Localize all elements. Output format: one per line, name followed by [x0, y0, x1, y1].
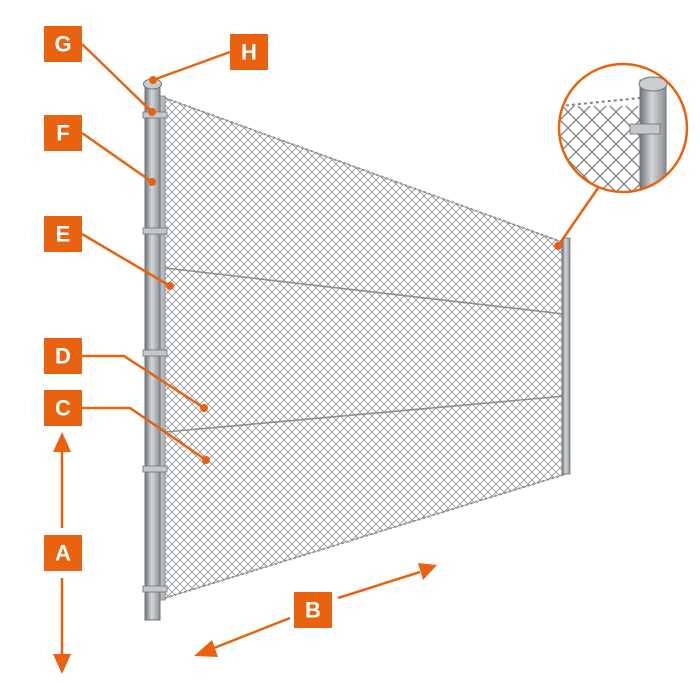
leader-c-point [202, 456, 210, 464]
tension-wire-lower [164, 395, 566, 433]
length-arrow-head-left [194, 640, 218, 657]
label-c: C [44, 390, 82, 426]
label-h: H [230, 34, 268, 70]
svg-text:D: D [55, 344, 71, 369]
svg-text:A: A [55, 541, 71, 566]
tension-bar [159, 95, 166, 601]
chain-link-fabric [164, 97, 567, 599]
magnifier-point [554, 242, 562, 250]
length-arrow [213, 570, 421, 650]
svg-text:F: F [56, 121, 69, 146]
svg-text:C: C [55, 396, 71, 421]
leader-d [82, 354, 205, 410]
leader-f-point [148, 178, 156, 186]
leader-h [152, 50, 231, 82]
label-d: D [44, 338, 82, 374]
tension-wire-upper [164, 267, 565, 315]
label-b: B [294, 592, 332, 628]
top-selvage [164, 97, 563, 243]
height-arrow-head-up [53, 432, 71, 452]
leader-h-point [149, 76, 157, 84]
leader-d-point [200, 404, 208, 412]
leader-e [81, 232, 171, 288]
svg-text:G: G [54, 32, 71, 57]
magnifier-leader [556, 187, 600, 247]
svg-text:H: H [241, 40, 257, 65]
leader-f [81, 131, 153, 184]
label-a: A [44, 535, 82, 571]
leader-g-point [148, 108, 156, 116]
label-g: G [44, 26, 82, 62]
length-arrow-head-right [418, 563, 437, 580]
label-e: E [44, 216, 82, 252]
end-post [561, 237, 571, 475]
height-arrow-head-down [53, 654, 71, 674]
magnified-detail [557, 62, 689, 194]
leader-g [81, 43, 153, 113]
leader-c [82, 406, 207, 462]
leader-e-point [166, 282, 174, 290]
label-f: F [44, 115, 82, 151]
svg-text:E: E [56, 222, 71, 247]
svg-text:B: B [305, 598, 321, 623]
